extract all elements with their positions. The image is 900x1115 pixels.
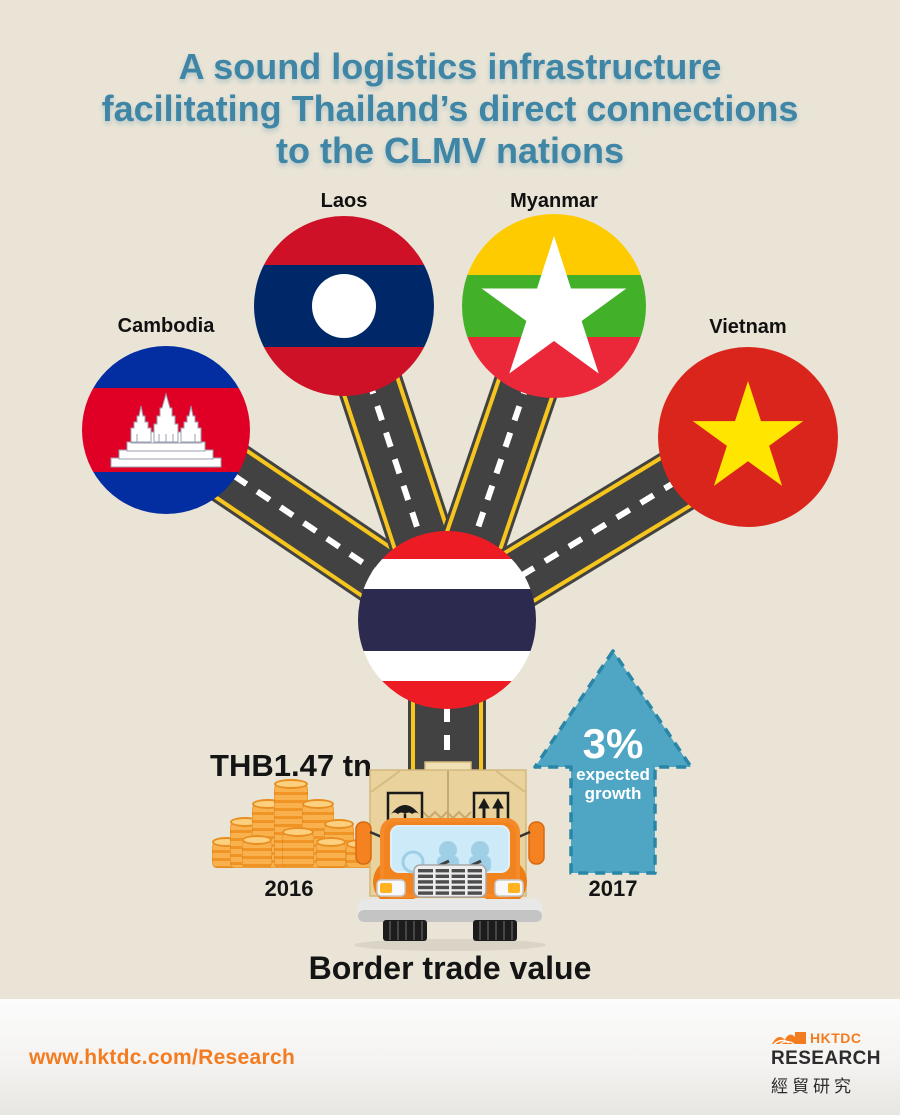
flag-stripe xyxy=(82,346,250,388)
year-2017: 2017 xyxy=(588,876,638,901)
growth-arrow: 3% expected growth xyxy=(525,645,701,881)
research-url-link[interactable]: www.hktdc.com/Research xyxy=(29,1046,296,1069)
title-line-1: A sound logistics infrastructure xyxy=(178,46,722,87)
page-title: A sound logistics infrastructure facilit… xyxy=(0,46,900,172)
laos-disc-icon xyxy=(312,274,376,338)
growth-percent: 3% xyxy=(582,720,644,767)
hktdc-research-logo: HKTDC RESEARCH 經貿研究 xyxy=(771,1031,881,1097)
truck-icon xyxy=(350,760,550,957)
myanmar-star-icon xyxy=(481,236,627,374)
chart-caption: Border trade value xyxy=(308,950,592,986)
logo-brand-text: HKTDC xyxy=(810,1030,862,1046)
vietnam-flag-icon xyxy=(658,347,838,527)
growth-caption-line1: expected xyxy=(576,765,650,784)
road-edge-line xyxy=(411,615,415,795)
title-line-3: to the CLMV nations xyxy=(276,130,624,171)
hktdc-logo-icon xyxy=(772,1032,806,1045)
myanmar-flag-icon xyxy=(462,214,646,398)
coin-stack xyxy=(282,827,314,868)
flag-stripe xyxy=(358,589,536,651)
logo-research-text: RESEARCH xyxy=(771,1048,881,1069)
laos-flag-icon xyxy=(254,216,434,396)
label-myanmar: Myanmar xyxy=(510,190,598,212)
flag-stripe xyxy=(254,347,434,396)
coin-stack xyxy=(316,837,346,868)
flag-stripe xyxy=(358,651,536,681)
label-laos: Laos xyxy=(320,190,368,212)
title-line-2: facilitating Thailand’s direct connectio… xyxy=(101,88,799,129)
road-edge-line xyxy=(479,615,483,795)
year-2016: 2016 xyxy=(264,876,314,901)
up-arrow-icon xyxy=(533,649,693,875)
thailand-flag-icon xyxy=(358,531,536,709)
label-cambodia: Cambodia xyxy=(117,315,215,337)
cambodia-flag-icon xyxy=(82,346,250,514)
trade-value: THB1.47 tn xyxy=(210,748,372,783)
label-vietnam: Vietnam xyxy=(709,316,787,338)
vietnam-star-icon xyxy=(692,381,804,486)
coin-stack xyxy=(242,835,272,868)
flag-stripe xyxy=(358,681,536,709)
growth-caption-line2: growth xyxy=(584,784,642,803)
flag-stripe xyxy=(254,216,434,265)
flag-stripe xyxy=(358,559,536,589)
coin-pile-icon xyxy=(212,779,376,872)
angkor-wat-icon xyxy=(110,392,222,468)
footer xyxy=(0,999,900,1115)
logo-chinese-text: 經貿研究 xyxy=(771,1077,855,1096)
